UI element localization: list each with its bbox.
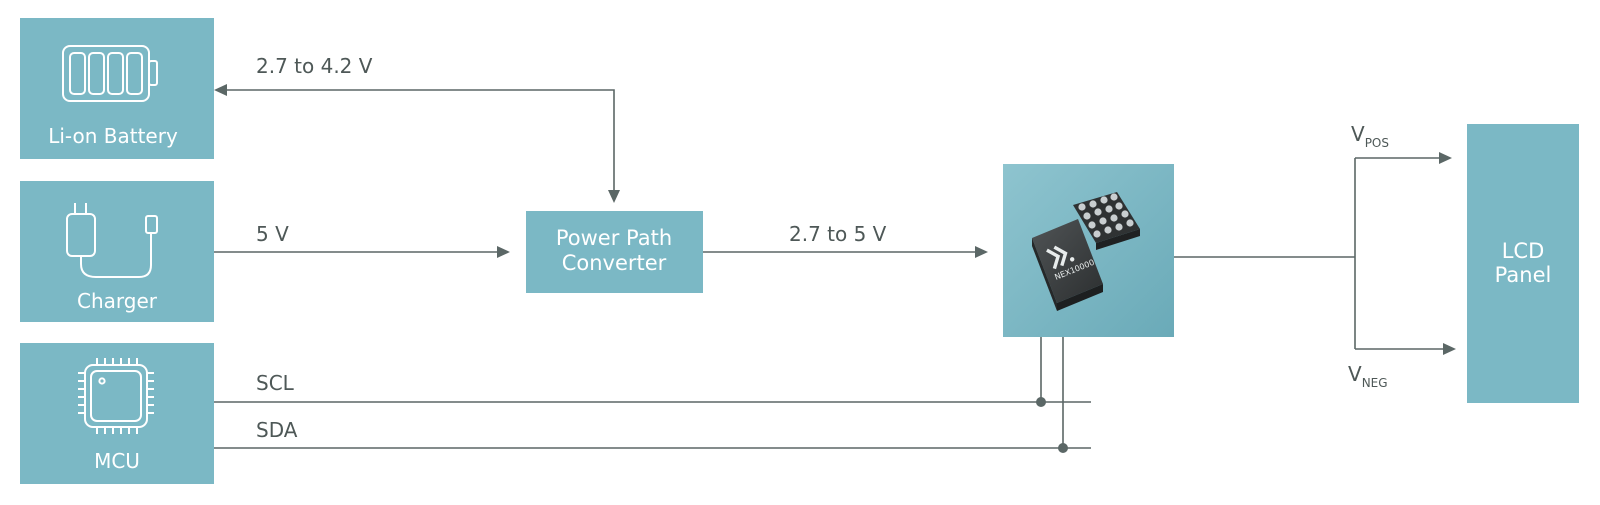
chip-package-icon: NEX10000 <box>1032 192 1140 311</box>
lcd-panel-block: LCD Panel <box>1467 124 1579 403</box>
nexperia-x-logo <box>1046 245 1075 270</box>
mcu-label: MCU <box>94 449 140 473</box>
scl-junction-dot <box>1036 397 1046 407</box>
vpos-arrowhead <box>1439 152 1452 164</box>
battery-voltage-label: 2.7 to 4.2 V <box>256 54 373 78</box>
lcd-label-line1: LCD <box>1502 239 1545 263</box>
i2c-bus: SCL SDA <box>214 337 1091 453</box>
charger-icon <box>66 203 158 278</box>
sda-junction-dot <box>1058 443 1068 453</box>
converter-chip-link: 2.7 to 5 V <box>703 222 988 258</box>
battery-label: Li-on Battery <box>48 124 178 148</box>
lcd-supply-outputs: VPOS VNEG <box>1174 122 1456 390</box>
converter-output-label: 2.7 to 5 V <box>789 222 887 246</box>
converter-output-arrowhead <box>975 246 988 258</box>
converter-box <box>526 211 703 293</box>
mcu-block-box <box>20 343 214 484</box>
charger-link-arrowhead <box>497 246 510 258</box>
battery-icon <box>62 45 158 102</box>
battery-link-arrowhead-down <box>608 190 620 203</box>
battery-link-arrowhead-left <box>214 84 227 96</box>
lcd-label-line2: Panel <box>1495 263 1552 287</box>
vpos-label: VPOS <box>1351 122 1389 150</box>
vneg-arrowhead <box>1443 343 1456 355</box>
lcd-panel-box <box>1467 124 1579 403</box>
charger-label: Charger <box>77 289 158 313</box>
power-path-converter-block: Power Path Converter <box>526 211 703 293</box>
charger-voltage-label: 5 V <box>256 222 289 246</box>
microchip-icon <box>78 358 154 434</box>
mcu-block: MCU <box>20 343 214 484</box>
battery-block-box <box>20 18 214 159</box>
charger-block: Charger <box>20 181 214 322</box>
battery-link-wire <box>225 89 615 192</box>
converter-label-line1: Power Path <box>556 226 672 250</box>
converter-label-line2: Converter <box>562 251 667 275</box>
charger-block-box <box>20 181 214 322</box>
sda-label: SDA <box>256 418 298 442</box>
battery-converter-link: 2.7 to 4.2 V <box>214 54 620 203</box>
battery-block: Li-on Battery <box>20 18 214 159</box>
vneg-label: VNEG <box>1348 362 1388 390</box>
charger-converter-link: 5 V <box>214 222 510 258</box>
scl-label: SCL <box>256 371 295 395</box>
chip-block: NEX10000 <box>1003 164 1174 337</box>
